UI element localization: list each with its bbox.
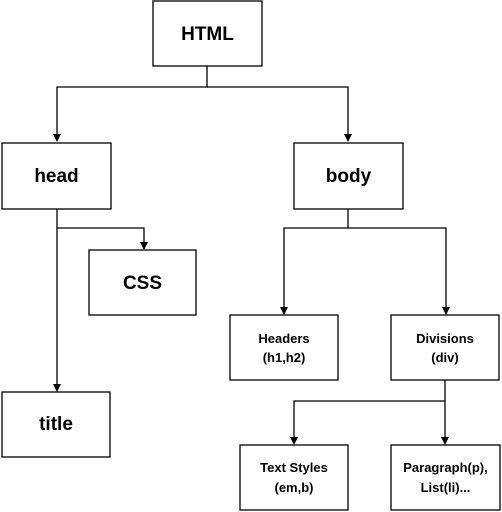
node-label: HTML	[181, 24, 234, 45]
node-box	[390, 444, 501, 511]
node-label-line2: (div)	[431, 350, 458, 365]
node-box	[152, 0, 263, 67]
arrowhead-paragraph	[441, 437, 449, 445]
node-box	[293, 142, 404, 210]
node-box	[239, 444, 349, 511]
arrowhead-head	[53, 134, 61, 142]
node-headers: Headers (h1,h2)	[229, 314, 339, 381]
connector-body-to-headers	[283, 209, 349, 307]
node-label-line2: List(li)...	[421, 480, 471, 495]
node-box	[229, 314, 339, 381]
node-divisions: Divisions (div)	[390, 314, 500, 381]
arrowhead-text-styles	[290, 437, 298, 445]
node-label: body	[326, 166, 372, 187]
node-label: head	[34, 166, 78, 187]
node-html: HTML	[152, 0, 263, 67]
node-box	[1, 142, 112, 210]
node-label-line2: (em,b)	[275, 480, 314, 495]
node-paragraph-list: Paragraph(p), List(li)...	[390, 444, 501, 511]
connector-body-to-divisions	[348, 227, 447, 307]
node-label: title	[39, 414, 73, 435]
node-label-line1: Text Styles	[260, 460, 328, 475]
connector-head-to-css	[57, 227, 145, 242]
node-box	[88, 249, 197, 316]
node-text-styles: Text Styles (em,b)	[239, 444, 349, 511]
arrowhead-headers	[280, 307, 288, 315]
node-label: CSS	[123, 273, 162, 294]
arrowhead-css	[140, 242, 148, 250]
connector-divisions-to-text-styles	[293, 380, 446, 437]
node-body: body	[293, 142, 404, 210]
node-label-line1: Headers	[258, 331, 309, 346]
connector-html-to-head	[56, 66, 208, 135]
node-head: head	[1, 142, 112, 210]
node-box	[1, 391, 111, 458]
arrowhead-divisions	[442, 307, 450, 315]
arrowhead-title	[53, 384, 61, 392]
node-label-line2: (h1,h2)	[263, 350, 306, 365]
node-css: CSS	[88, 249, 197, 316]
connectors	[56, 66, 447, 437]
arrowhead-body	[344, 134, 352, 142]
connector-html-to-body	[207, 86, 349, 135]
node-label-line1: Divisions	[416, 331, 474, 346]
node-box	[390, 314, 500, 381]
node-title: title	[1, 391, 111, 458]
arrowheads	[53, 134, 450, 445]
node-label-line1: Paragraph(p),	[403, 460, 488, 475]
